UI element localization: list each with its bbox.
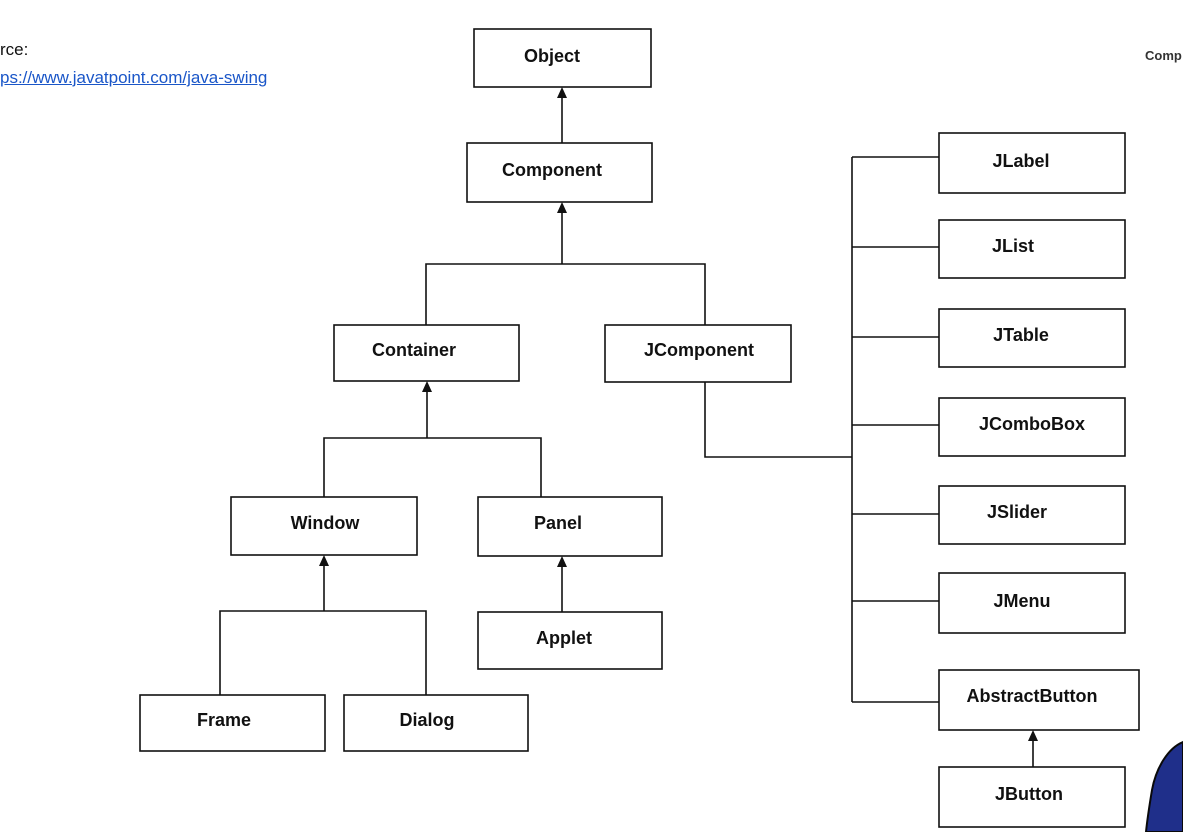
node-jcomponent: JComponent — [604, 324, 792, 383]
presenter-video-overlay — [1144, 740, 1183, 832]
node-jbutton: JButton — [938, 766, 1126, 828]
node-jcombobox: JComboBox — [938, 397, 1126, 457]
node-label-jmenu: JMenu — [993, 591, 1050, 611]
node-label-abstractbutton: AbstractButton — [967, 686, 1098, 706]
edge-window-panel-bar — [323, 437, 542, 497]
node-jtable: JTable — [938, 308, 1126, 368]
node-label-jslider: JSlider — [987, 502, 1047, 522]
node-panel: Panel — [477, 496, 663, 557]
arrow-to-component — [557, 202, 567, 213]
node-jlist: JList — [938, 219, 1126, 279]
node-applet: Applet — [477, 611, 663, 670]
source-label: rce: — [0, 40, 29, 59]
arrow-to-window — [319, 555, 329, 566]
node-window: Window — [230, 496, 418, 556]
arrow-to-object — [557, 87, 567, 98]
node-frame: Frame — [139, 694, 326, 752]
node-container: Container — [333, 324, 520, 382]
connectors — [219, 87, 1038, 767]
node-label-panel: Panel — [534, 513, 582, 533]
node-label-jcomponent: JComponent — [644, 340, 754, 360]
arrow-to-abstractbutton — [1028, 730, 1038, 741]
source-link[interactable]: ps://www.javatpoint.com/java-swing — [0, 68, 268, 87]
node-component: Component — [466, 142, 653, 203]
node-label-jlabel: JLabel — [992, 151, 1049, 171]
arrow-to-panel — [557, 556, 567, 567]
node-dialog: Dialog — [343, 694, 529, 752]
node-jlabel: JLabel — [938, 132, 1126, 194]
node-label-jtable: JTable — [993, 325, 1049, 345]
corner-text: Comp — [1145, 48, 1182, 63]
edge-jcomponent-bus — [704, 382, 852, 458]
node-abstractbutton: AbstractButton — [938, 669, 1140, 731]
node-jslider: JSlider — [938, 485, 1126, 545]
node-label-container: Container — [372, 340, 456, 360]
node-label-dialog: Dialog — [399, 710, 454, 730]
presenter-shirt — [1144, 740, 1183, 832]
node-label-component: Component — [502, 160, 602, 180]
node-label-jlist: JList — [992, 236, 1034, 256]
node-label-object: Object — [524, 46, 580, 66]
node-object: Object — [473, 28, 652, 88]
node-label-applet: Applet — [536, 628, 592, 648]
node-label-jcombobox: JComboBox — [979, 414, 1085, 434]
edge-container-jcomponent-bar — [425, 263, 706, 325]
arrow-to-container — [422, 381, 432, 392]
node-label-jbutton: JButton — [995, 784, 1063, 804]
edge-frame-dialog-bar — [219, 610, 427, 695]
node-jmenu: JMenu — [938, 572, 1126, 634]
node-label-window: Window — [291, 513, 361, 533]
node-label-frame: Frame — [197, 710, 251, 730]
